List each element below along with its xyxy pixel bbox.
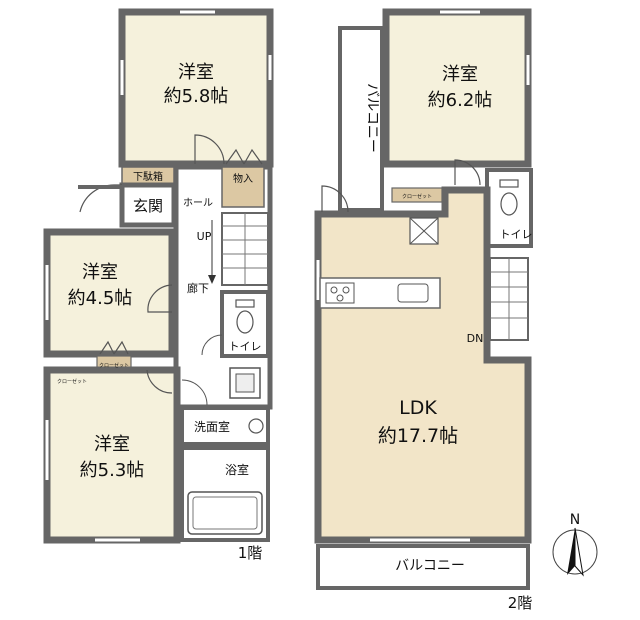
entrance-door bbox=[79, 184, 122, 213]
room-size-western-5-3: 約5.3帖 bbox=[80, 460, 145, 481]
stairs-floor2 bbox=[489, 257, 529, 341]
room-size-ldk: 約17.7帖 bbox=[378, 425, 458, 447]
room-size-western-6-2: 約6.2帖 bbox=[428, 90, 493, 111]
room-size-western-5-8: 約5.8帖 bbox=[164, 86, 229, 107]
balcony-bottom bbox=[316, 544, 530, 590]
storage bbox=[221, 166, 265, 208]
room-label-western-5-8: 洋室 bbox=[178, 62, 214, 83]
floor1-label: 1階 bbox=[238, 544, 263, 562]
label-entrance: 玄関 bbox=[133, 197, 163, 215]
room-label-ldk: LDK bbox=[399, 397, 437, 419]
stairs-floor1 bbox=[208, 212, 269, 286]
room-western-5-3 bbox=[43, 366, 181, 544]
room-western-6-2 bbox=[382, 8, 532, 168]
label-toilet-floor1: トイレ bbox=[229, 340, 262, 353]
label-bathroom: 浴室 bbox=[225, 462, 249, 477]
floor2-label: 2階 bbox=[508, 594, 533, 612]
room-size-western-4-5: 約4.5帖 bbox=[68, 288, 133, 309]
label-shoe-box: 下駄箱 bbox=[133, 170, 163, 183]
room-label-western-5-3: 洋室 bbox=[94, 434, 130, 455]
label-closet-mid: クローゼット bbox=[99, 362, 129, 369]
label-hall: ホール bbox=[183, 197, 213, 209]
label-closet-floor2: クローゼット bbox=[402, 193, 432, 200]
label-up: UP bbox=[197, 230, 212, 243]
label-washroom: 洗面室 bbox=[194, 419, 230, 434]
room-label-western-6-2: 洋室 bbox=[442, 64, 478, 85]
label-toilet-floor2: トイレ bbox=[500, 228, 533, 241]
label-closet-bottom: クローゼット bbox=[57, 378, 87, 385]
balcony-top bbox=[338, 26, 384, 212]
label-balcony-top: バルコニー bbox=[364, 83, 380, 153]
door-arc bbox=[194, 134, 225, 165]
label-down: DN bbox=[467, 332, 484, 345]
label-storage: 物入 bbox=[233, 172, 253, 185]
label-corridor: 廊下 bbox=[187, 281, 209, 295]
compass-icon bbox=[552, 527, 598, 577]
label-balcony-bottom: バルコニー bbox=[395, 558, 465, 574]
floor1-plan bbox=[43, 8, 274, 544]
room-label-western-4-5: 洋室 bbox=[82, 262, 118, 283]
floor2-plan bbox=[314, 8, 533, 590]
compass-label: N bbox=[570, 512, 580, 528]
